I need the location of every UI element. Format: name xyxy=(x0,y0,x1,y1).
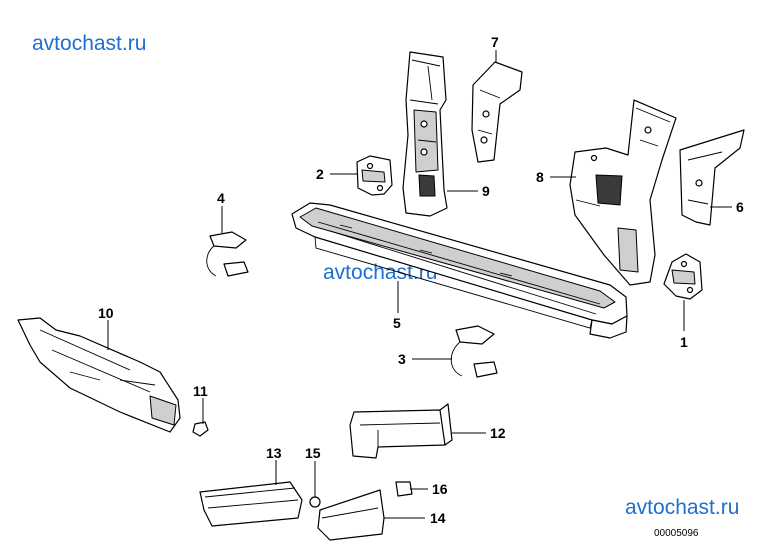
callout-7: 7 xyxy=(491,34,499,50)
part-air-guide-left xyxy=(199,481,303,527)
callout-16: 16 xyxy=(432,481,448,497)
callout-2: 2 xyxy=(316,166,324,182)
watermark-center: avtochast.ru xyxy=(323,261,437,284)
diagram-code: 00005096 xyxy=(654,528,699,539)
part-left-mount xyxy=(206,231,249,277)
watermark-top-left: avtochast.ru xyxy=(32,32,146,55)
part-left-support xyxy=(402,51,448,217)
callout-6: 6 xyxy=(736,199,744,215)
part-left-latch xyxy=(356,155,393,196)
leader-lines xyxy=(107,50,732,519)
callout-1: 1 xyxy=(680,334,688,350)
part-right-bracket xyxy=(679,129,745,226)
part-right-latch xyxy=(663,253,703,300)
callout-14: 14 xyxy=(430,510,446,526)
callout-15: 15 xyxy=(305,445,321,461)
part-nut xyxy=(395,481,413,497)
callout-3: 3 xyxy=(398,351,406,367)
callout-13: 13 xyxy=(266,445,282,461)
part-right-support xyxy=(569,99,677,286)
part-air-guide-right xyxy=(317,489,385,541)
callout-11: 11 xyxy=(193,383,208,399)
callout-10: 10 xyxy=(98,305,114,321)
part-screw xyxy=(309,496,321,508)
part-clip xyxy=(192,421,209,437)
callout-9: 9 xyxy=(482,183,490,199)
callout-4: 4 xyxy=(217,190,225,206)
callout-5: 5 xyxy=(393,315,401,331)
part-cross-member xyxy=(291,202,628,339)
watermark-bottom-right: avtochast.ru xyxy=(625,496,739,519)
part-air-duct xyxy=(17,317,181,433)
part-right-mount xyxy=(450,325,498,378)
part-duct-bracket xyxy=(349,403,453,459)
callout-8: 8 xyxy=(536,169,544,185)
callout-12: 12 xyxy=(490,425,506,441)
part-left-bracket xyxy=(471,61,523,163)
